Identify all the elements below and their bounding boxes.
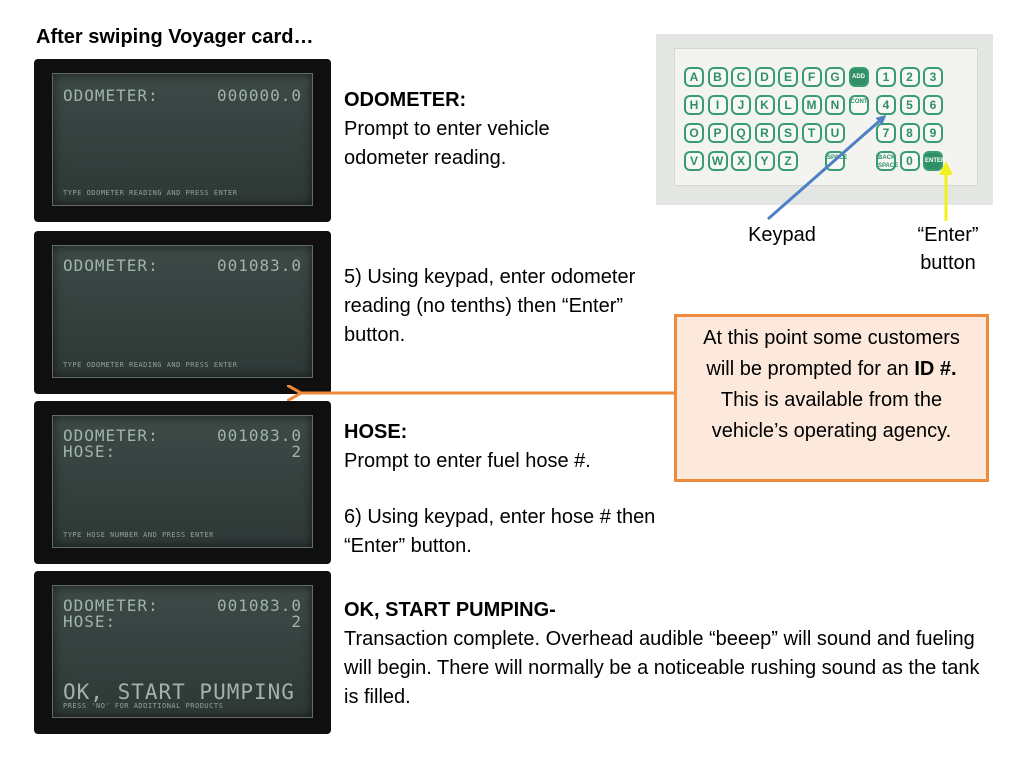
keypad-key-9: 9 xyxy=(923,123,943,143)
keypad-key-l: L xyxy=(778,95,798,115)
lcd-footer-prompt: TYPE ODOMETER READING AND PRESS ENTER xyxy=(63,361,238,369)
keypad-key-o: O xyxy=(684,123,704,143)
keypad-key-k: K xyxy=(754,95,775,115)
lcd-line2-value: 2 xyxy=(291,612,302,631)
lcd-screen-hose: ODOMETER: 001083.0 HOSE: 2 TYPE HOSE NUM… xyxy=(34,401,331,564)
lcd-line1-label: ODOMETER: xyxy=(63,426,159,445)
lcd-line1-label: ODOMETER: xyxy=(63,256,159,275)
keypad-key-y: Y xyxy=(754,151,775,171)
pump-instruction: OK, START PUMPING- Transaction complete.… xyxy=(344,596,984,712)
odometer-instruction: ODOMETER: Prompt to enter vehicle odomet… xyxy=(344,86,634,173)
keypad-key-w: W xyxy=(707,151,728,171)
keypad-key-q: Q xyxy=(731,123,751,143)
pump-body: Transaction complete. Overhead audible “… xyxy=(344,628,980,708)
keypad-key-b: B xyxy=(707,67,728,87)
keypad-key-2: 2 xyxy=(899,67,920,87)
lcd-line1-value: 001083.0 xyxy=(216,426,302,445)
keypad-key-f: F xyxy=(801,67,822,87)
keypad-key-0: 0 xyxy=(899,151,920,171)
keypad-key-i: I xyxy=(707,95,728,115)
lcd-start-pumping-message: OK, START PUMPING xyxy=(63,680,295,704)
keypad-key-cont: CONT xyxy=(848,95,869,115)
keypad-key-8: 8 xyxy=(899,123,920,143)
pump-heading: OK, START PUMPING- xyxy=(344,599,556,621)
step6-text: 6) Using keypad, enter hose # then “Ente… xyxy=(344,506,656,557)
keypad-key-back-space: BACK SPACE xyxy=(876,151,898,171)
lcd-line2-label: HOSE: xyxy=(63,612,117,631)
lcd-screen-odometer-entered: ODOMETER: 001083.0 TYPE ODOMETER READING… xyxy=(34,231,331,394)
hose-instruction: HOSE: Prompt to enter fuel hose #. xyxy=(344,418,654,476)
keypad-key-add: ADD xyxy=(848,67,869,87)
lcd-line2-label: HOSE: xyxy=(63,442,117,461)
odometer-heading: ODOMETER: xyxy=(344,89,467,111)
lcd-footer-prompt: TYPE ODOMETER READING AND PRESS ENTER xyxy=(63,189,238,197)
callout-id-bold: ID #. xyxy=(914,358,957,380)
keypad-key-x: X xyxy=(731,151,751,171)
lcd-line1-label: ODOMETER: xyxy=(63,86,159,105)
keypad-key-s: S xyxy=(778,123,798,143)
keypad-key-4: 4 xyxy=(876,95,896,115)
lcd-line1-value: 001083.0 xyxy=(216,256,302,275)
keypad-pointer-arrow xyxy=(767,115,887,221)
keypad-key-t: T xyxy=(801,123,822,143)
lcd-line2-value: 2 xyxy=(291,442,302,461)
keypad-key-d: D xyxy=(754,67,775,87)
keypad-key-a: A xyxy=(684,67,704,87)
keypad-key-5: 5 xyxy=(899,95,920,115)
callout-text-before: At this point some customers will be pro… xyxy=(703,327,960,380)
keypad-key-c: C xyxy=(731,67,751,87)
keypad-key-n: N xyxy=(825,95,845,115)
keypad-key-1: 1 xyxy=(876,67,896,87)
keypad-key-z: Z xyxy=(778,151,798,171)
odometer-body: Prompt to enter vehicle odometer reading… xyxy=(344,118,550,169)
keypad-key-r: R xyxy=(754,123,775,143)
lcd-screen-odometer-blank: ODOMETER: 000000.0 TYPE ODOMETER READING… xyxy=(34,59,331,222)
keypad-key-u: U xyxy=(825,123,845,143)
hose-heading: HOSE: xyxy=(344,421,408,443)
keypad-key-6: 6 xyxy=(923,95,943,115)
keypad-key-j: J xyxy=(731,95,751,115)
lcd-footer-prompt: TYPE HOSE NUMBER AND PRESS ENTER xyxy=(63,531,214,539)
lcd-line1-label: ODOMETER: xyxy=(63,596,159,615)
keypad-key-g: G xyxy=(825,67,845,87)
keypad-label: Keypad xyxy=(748,224,816,246)
keypad-key-p: P xyxy=(707,123,728,143)
enter-button-label: “Enter” button xyxy=(917,224,979,274)
lcd-line1-value: 001083.0 xyxy=(216,596,302,615)
lcd-screen-start-pumping: ODOMETER: 001083.0 HOSE: 2 OK, START PUM… xyxy=(34,571,331,734)
id-number-callout: At this point some customers will be pro… xyxy=(674,314,989,482)
step5-text: 5) Using keypad, enter odometer reading … xyxy=(344,266,636,346)
lcd-line1-value: 000000.0 xyxy=(216,86,302,105)
keypad-key-3: 3 xyxy=(923,67,943,87)
callout-text-after: This is available from the vehicle’s ope… xyxy=(711,389,952,442)
lcd-footer-prompt: PRESS 'NO' FOR ADDITIONAL PRODUCTS xyxy=(63,702,224,710)
keypad-key-v: V xyxy=(684,151,704,171)
hose-body: Prompt to enter fuel hose #. xyxy=(344,450,591,472)
keypad-key-m: M xyxy=(801,95,822,115)
keypad-key-e: E xyxy=(778,67,798,87)
slide-title: After swiping Voyager card… xyxy=(36,26,314,48)
keypad-key-h: H xyxy=(684,95,704,115)
